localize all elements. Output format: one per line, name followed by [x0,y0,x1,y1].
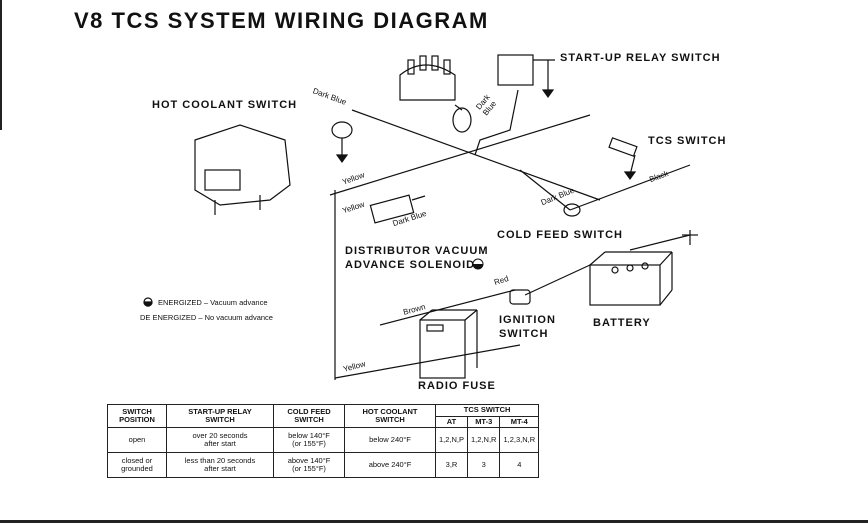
cell-mt3: 1,2,N,R [467,427,501,454]
cell-mt4: 1,2,3,N,R [499,427,540,454]
th-at: AT [434,415,469,429]
th-mt4: MT-4 [499,415,540,429]
cell-startup: less than 20 seconds after start [166,452,274,479]
label-hot-coolant: HOT COOLANT SWITCH [152,99,298,111]
radio-fuse [419,309,478,379]
table-row: open over 20 seconds after start below 1… [107,427,540,454]
wire-red [524,264,591,296]
wire-brown [379,289,516,326]
label-ignition-line1: IGNITION [499,314,556,326]
wire-battery-ground [629,234,691,251]
wire-yellow-lower [334,344,521,379]
label-distributor-line2: ADVANCE SOLENOID [345,259,476,271]
cell-mt4: 4 [499,452,540,479]
vacuum-advance-solenoid [369,194,426,224]
energized-symbol [143,297,153,307]
cell-at: 1,2,N,P [434,427,469,454]
battery [589,230,698,306]
table-row: closed or grounded less than 20 seconds … [107,452,540,479]
switch-position-table: SWITCH POSITION START-UP RELAY SWITCH CO… [107,403,540,479]
wire-relay-down [474,89,519,156]
label-distributor-line1: DISTRIBUTOR VACUUM [345,245,489,257]
wire-yellow-upper [329,114,591,196]
legend-energized: ENERGIZED – Vacuum advance [158,298,268,307]
cell-mt3: 3 [467,452,501,479]
tcs-switch [608,137,638,181]
label-cold-feed: COLD FEED SWITCH [497,229,623,241]
cell-at: 3,R [434,452,469,479]
th-cold-feed: COLD FEED SWITCH [273,403,345,429]
cell-cold-feed: below 140°F (or 155°F) [273,427,345,454]
label-radio-fuse: RADIO FUSE [418,380,496,392]
table-header-row: SWITCH POSITION START-UP RELAY SWITCH CO… [107,403,540,429]
label-tcs-switch: TCS SWITCH [648,135,727,147]
ignition-switch [509,289,531,305]
th-tcs-switch: TCS SWITCH [434,404,540,417]
cold-feed-switch [563,203,581,217]
th-hot-coolant: HOT COOLANT SWITCH [344,403,436,429]
cell-hot-coolant: above 240°F [344,452,436,479]
cell-cold-feed: above 140°F (or 155°F) [273,452,345,479]
th-switch-position: SWITCH POSITION [107,403,167,429]
hot-coolant-switch [331,121,353,164]
legend-deenergized: DE ENERGIZED – No vacuum advance [140,313,273,322]
cell-position: closed or grounded [107,452,167,479]
wire-black [569,164,691,211]
th-startup-relay: START-UP RELAY SWITCH [166,403,274,429]
wires [329,89,691,380]
cell-position: open [107,427,167,454]
cell-startup: over 20 seconds after start [166,427,274,454]
wire-dark-blue-top [351,109,601,201]
frame-bottom-border [0,520,868,523]
energized-icon [472,258,484,270]
wire-dark-blue-cold [519,169,571,211]
label-battery: BATTERY [593,317,651,329]
frame-left-border [0,0,2,130]
startup-relay-switch [497,54,555,99]
distributor-cap [399,55,472,133]
diagram-title: V8 TCS SYSTEM WIRING DIAGRAM [74,8,489,33]
cell-hot-coolant: below 240°F [344,427,436,454]
th-mt3: MT-3 [467,415,501,429]
table-subheader-row: AT MT-3 MT-4 [108,415,540,429]
engine-block [194,124,291,215]
label-startup-relay: START-UP RELAY SWITCH [560,52,721,64]
label-ignition-line2: SWITCH [499,328,549,340]
